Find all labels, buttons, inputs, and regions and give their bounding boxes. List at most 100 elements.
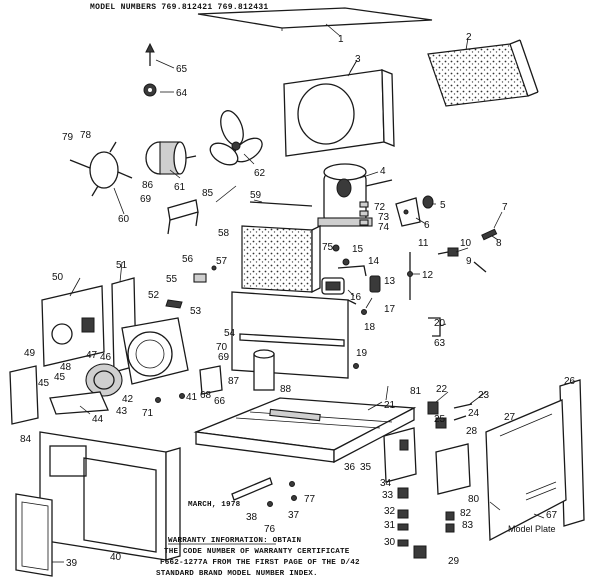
label-part-18: 18 — [364, 322, 376, 333]
label-part-38: 38 — [246, 512, 258, 523]
label-part-7: 7 — [502, 202, 508, 213]
label-part-88: 88 — [280, 384, 292, 395]
label-part-43: 43 — [116, 406, 128, 417]
label-part-6: 6 — [424, 220, 430, 231]
label-part-75: 75 — [322, 242, 334, 253]
label-part-53: 53 — [190, 306, 202, 317]
label-part-4: 4 — [380, 166, 386, 177]
part-labels: 1 2 3 4 5 6 7 8 9 10 11 12 13 14 15 16 1… — [20, 32, 576, 569]
part-44-filter-tray — [49, 391, 109, 415]
label-part-16: 16 — [350, 292, 362, 303]
label-part-31: 31 — [384, 520, 396, 531]
label-part-52: 52 — [148, 290, 160, 301]
label-part-26: 26 — [564, 376, 576, 387]
warranty-line-2: THE CODE NUMBER OF WARRANTY CERTIFICATE — [164, 548, 350, 556]
label-part-63: 63 — [434, 338, 446, 349]
part-75-15-screws — [332, 244, 350, 266]
part-82-83-knobs — [445, 511, 455, 533]
warranty-line-4: STANDARD BRAND MODEL NUMBER INDEX. — [156, 570, 318, 578]
part-55-56-57-fasteners — [193, 265, 217, 283]
label-part-78: 78 — [80, 130, 92, 141]
label-part-68: 68 — [200, 390, 212, 401]
part-66-68-heater-box — [199, 365, 223, 395]
part-64-nut — [143, 83, 157, 97]
label-part-39: 39 — [66, 558, 78, 569]
label-part-84: 84 — [20, 434, 32, 445]
label-part-81: 81 — [410, 386, 422, 397]
part-5-grommet — [422, 195, 434, 209]
label-part-25: 25 — [434, 414, 446, 425]
label-part-23: 23 — [478, 390, 490, 401]
label-part-87: 87 — [228, 376, 240, 387]
label-part-67: 67 — [546, 510, 558, 521]
label-part-59: 59 — [250, 190, 262, 201]
label-part-8: 8 — [496, 238, 502, 249]
label-part-77: 77 — [304, 494, 316, 505]
label-part-12: 12 — [422, 270, 434, 281]
part-60-motor-mount — [69, 141, 133, 197]
label-part-61: 61 — [174, 182, 186, 193]
label-part-24: 24 — [468, 408, 480, 419]
label-part-86: 86 — [142, 180, 154, 191]
part-37-76-77-screws — [267, 481, 297, 507]
part-33-switch-block — [397, 487, 409, 499]
label-part-30: 30 — [384, 537, 396, 548]
label-part-65: 65 — [176, 64, 188, 75]
label-part-72: 72 — [374, 202, 386, 213]
label-part-45b: 45 — [54, 372, 66, 383]
label-part-58: 58 — [218, 228, 230, 239]
part-27-front-panel — [485, 399, 567, 542]
part-29-terminal — [413, 545, 427, 559]
label-part-76: 76 — [264, 524, 276, 535]
part-43-blower-scroll — [121, 317, 189, 385]
label-part-5: 5 — [440, 200, 446, 211]
label-part-69b: 69 — [140, 194, 152, 205]
part-28-control-box — [435, 443, 471, 495]
warranty-line-3: F662-1277A FROM THE FIRST PAGE OF THE D/… — [160, 559, 360, 567]
part-6-terminal-cover — [395, 197, 421, 227]
label-part-34: 34 — [380, 478, 392, 489]
part-1-top-panel — [197, 7, 433, 37]
label-part-82: 82 — [460, 508, 472, 519]
label-part-10: 10 — [460, 238, 472, 249]
label-part-47: 47 — [86, 350, 98, 361]
label-part-33: 33 — [382, 490, 394, 501]
label-part-85: 85 — [202, 188, 214, 199]
label-part-32: 32 — [384, 506, 396, 517]
part-17-18-19-screws — [353, 309, 367, 369]
label-part-3: 3 — [355, 54, 361, 65]
part-21-base-pan — [193, 397, 417, 464]
label-part-14: 14 — [368, 256, 380, 267]
label-part-83: 83 — [462, 520, 474, 531]
label-part-19: 19 — [356, 348, 368, 359]
part-65-screw — [145, 42, 155, 66]
label-part-79: 79 — [62, 132, 74, 143]
part-2-condenser-coil — [427, 39, 539, 107]
part-16-capacitor — [321, 277, 345, 295]
label-part-46: 46 — [100, 352, 112, 363]
label-part-29: 29 — [448, 556, 460, 567]
label-part-44: 44 — [92, 414, 104, 425]
part-59-panel-top — [249, 201, 313, 207]
label-part-41: 41 — [186, 392, 198, 403]
warranty-line-1: WARRANTY INFORMATION: OBTAIN — [168, 537, 301, 545]
label-part-21: 21 — [384, 400, 396, 411]
label-part-69: 69 — [218, 352, 230, 363]
part-13-capacitor-strap — [369, 275, 381, 293]
label-part-56: 56 — [182, 254, 194, 265]
label-part-74: 74 — [378, 222, 390, 233]
part-22-25-switch — [427, 401, 473, 429]
label-part-57: 57 — [216, 256, 228, 267]
label-part-13: 13 — [384, 276, 396, 287]
label-part-11: 11 — [418, 238, 429, 249]
label-part-45: 45 — [38, 378, 50, 389]
label-part-35: 35 — [360, 462, 372, 473]
part-3-fan-shroud — [283, 61, 395, 157]
part-58-evaporator-coil — [241, 224, 321, 294]
label-part-40: 40 — [110, 552, 122, 563]
label-part-64: 64 — [176, 88, 188, 99]
label-part-66: 66 — [214, 396, 226, 407]
label-part-51: 51 — [116, 260, 128, 271]
